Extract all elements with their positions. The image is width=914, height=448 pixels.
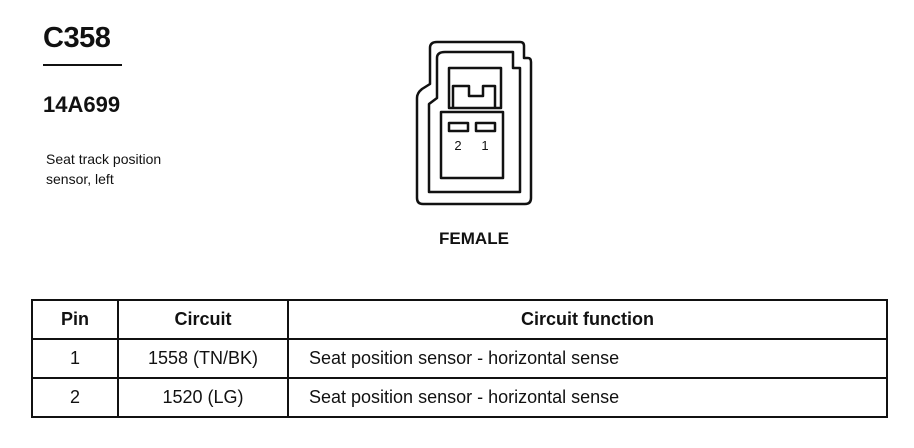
pin-cell: 2 — [31, 377, 119, 418]
circuit-cell: 1558 (TN/BK) — [117, 338, 289, 379]
circuit-cell: 1520 (LG) — [117, 377, 289, 418]
description-line-2: sensor, left — [46, 171, 114, 187]
circuit-function-cell: Seat position sensor - horizontal sense — [287, 338, 888, 379]
header-circuit-function: Circuit function — [287, 299, 888, 340]
pinout-table: Pin Circuit Circuit function 1 1558 (TN/… — [31, 299, 888, 418]
connector-description: Seat track position sensor, left — [46, 149, 226, 189]
description-line-1: Seat track position — [46, 151, 162, 167]
table-row: 1 1558 (TN/BK) Seat position sensor - ho… — [31, 338, 888, 379]
connector-terminal-block — [439, 110, 505, 180]
header-pin: Pin — [31, 299, 119, 340]
table-header-row: Pin Circuit Circuit function — [31, 299, 888, 340]
connector-inner-outline — [427, 50, 522, 194]
connector-id-underline — [43, 64, 122, 66]
circuit-function-cell: Seat position sensor - horizontal sense — [287, 377, 888, 418]
connector-latch — [447, 66, 503, 110]
pin-label-1: 1 — [481, 138, 488, 153]
header-circuit: Circuit — [117, 299, 289, 340]
connector-gender-label: FEMALE — [439, 229, 509, 248]
connector-face-diagram: 2 1 — [415, 40, 533, 206]
table-row: 2 1520 (LG) Seat position sensor - horiz… — [31, 377, 888, 418]
pin-label-2: 2 — [454, 138, 461, 153]
part-number: 14A699 — [43, 92, 121, 117]
connector-outer-housing — [415, 40, 533, 206]
pin-cavity-1 — [474, 121, 497, 133]
connector-locking-tab — [451, 84, 497, 108]
pin-cell: 1 — [31, 338, 119, 379]
pin-cavity-2 — [447, 121, 470, 133]
connector-id: C358 — [43, 22, 111, 54]
